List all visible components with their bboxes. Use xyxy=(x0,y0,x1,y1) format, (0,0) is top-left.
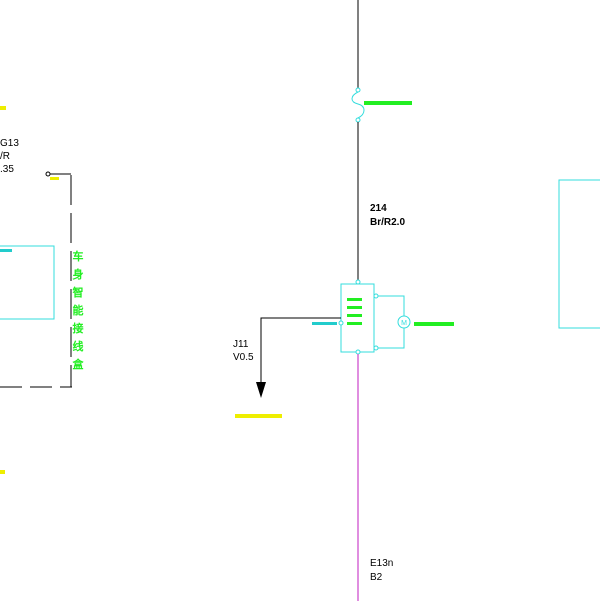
wire-number-214: 214 xyxy=(370,203,387,214)
main-circuit: 214 Br/R2.0 M J11 V0.5 E13n B2 xyxy=(233,0,454,601)
relay-pin-label xyxy=(312,322,337,325)
fuse-symbol xyxy=(351,91,365,119)
relay-label-line-2 xyxy=(347,306,362,309)
junction-box-char-1: 车 xyxy=(73,249,84,263)
relay-module-box xyxy=(340,283,375,353)
wire-spec-g13: /R xyxy=(0,151,10,162)
wire-j11-line xyxy=(260,317,341,382)
relay-label-line-3 xyxy=(347,314,362,317)
wire-number-g13: G13 xyxy=(0,138,19,149)
body-junction-box: G13 /R .35 车 身 智 能 接 线 盒 xyxy=(0,106,85,474)
wire-j11-arrow xyxy=(256,382,266,398)
wire-spec-214: Br/R2.0 xyxy=(370,217,405,228)
wire-spec-j11: V0.5 xyxy=(233,352,254,363)
relay-terminal-bottom xyxy=(355,349,361,355)
junction-box-char-6: 线 xyxy=(73,339,84,353)
relay-terminal-top xyxy=(355,279,361,285)
junction-box-char-5: 接 xyxy=(73,321,84,335)
wire-spec-e13n: B2 xyxy=(370,572,383,583)
junction-box-char-2: 身 xyxy=(73,267,84,281)
junction-box-inner-frame xyxy=(0,245,55,320)
fuse-terminal-bottom xyxy=(355,117,361,123)
right-component-box xyxy=(558,179,600,329)
relay-label-line-1 xyxy=(347,298,362,301)
junction-box-char-7: 盒 xyxy=(72,357,85,371)
j11-destination-label xyxy=(235,414,282,418)
wire-number-j11: J11 xyxy=(233,339,249,350)
junction-box-char-4: 能 xyxy=(73,303,84,317)
fuse-terminal-top xyxy=(355,87,361,93)
wire-number-e13n: E13n xyxy=(370,558,393,569)
relay-terminal-left xyxy=(338,320,344,326)
motor-label xyxy=(414,322,454,326)
left-yellow-label-top xyxy=(0,106,6,110)
left-yellow-label-bottom xyxy=(0,470,5,474)
relay-terminal-motor-a xyxy=(373,293,379,299)
relay-label-line-4 xyxy=(347,322,362,325)
pin-label-marker xyxy=(50,177,59,180)
junction-box-char-3: 智 xyxy=(73,285,84,299)
motor-icon xyxy=(397,315,411,329)
relay-terminal-motor-b xyxy=(373,345,379,351)
g13-connection-point xyxy=(45,171,51,177)
wire-spec2-g13: .35 xyxy=(0,164,14,175)
motor-symbol-letter: M xyxy=(401,320,407,327)
fuse-label xyxy=(364,101,412,105)
junction-box-pin-marker xyxy=(0,249,12,252)
